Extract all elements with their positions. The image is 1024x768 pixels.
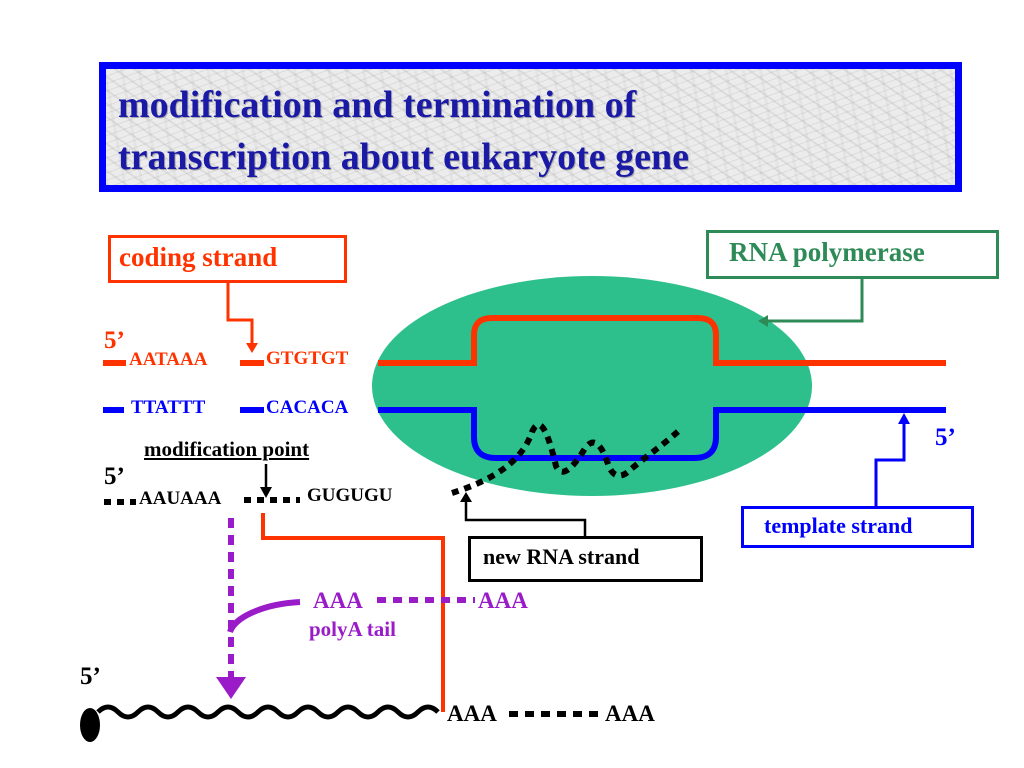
coding-strand-line: [378, 315, 946, 366]
template-seq-left: TTATTT: [131, 397, 206, 418]
polya-start: AAA: [313, 588, 363, 613]
polya-hook: [227, 599, 301, 634]
new-rna-strand-box: new RNA strand: [468, 536, 703, 582]
new-rna-arrowhead: [460, 492, 472, 502]
new-rna-strand-label: new RNA strand: [483, 544, 640, 569]
template-strand-line: [378, 407, 946, 461]
coding-seq-right: GTGTGT: [266, 348, 349, 369]
template-strand-box: template strand: [741, 506, 974, 548]
rna-polymerase-box: RNA polymerase: [706, 230, 999, 279]
slide-title: modification and termination of transcri…: [118, 79, 689, 183]
title-line-1: modification and termination of: [118, 84, 637, 126]
rna-seq-left: AAUAAA: [139, 488, 222, 509]
rna-polymerase-connector: [768, 278, 864, 323]
final-5-prime: 5’: [80, 663, 101, 690]
rna-5-prime: 5’: [104, 463, 125, 490]
title-line-2: transcription about eukaryote gene: [118, 136, 690, 178]
modification-point-label: modification point: [144, 437, 310, 461]
mrna-cap: [80, 708, 100, 742]
new-rna-dotted-strand: [451, 422, 685, 496]
final-polya-end: AAA: [605, 701, 655, 726]
rna-polymerase-label: RNA polymerase: [729, 237, 925, 267]
new-rna-connector: [464, 500, 587, 545]
rna-polymerase-ellipse: [372, 276, 812, 496]
rna-seq-right: GUGUGU: [307, 485, 393, 506]
template-seq-right: CACACA: [266, 397, 349, 418]
coding-strand-connector: [226, 283, 254, 344]
final-polya-start: AAA: [447, 701, 497, 726]
polya-arrowhead: [216, 677, 246, 699]
template-strand-arrowhead: [898, 413, 910, 424]
coding-strand-box: coding strand: [108, 235, 347, 283]
polya-end: AAA: [478, 588, 528, 613]
coding-strand-label: coding strand: [119, 242, 278, 272]
template-strand-label: template strand: [764, 513, 913, 538]
template-5-prime: 5’: [935, 424, 956, 451]
cleavage-red-line: [261, 513, 445, 712]
title-box: modification and termination of transcri…: [99, 62, 962, 192]
template-strand-connector: [874, 422, 906, 506]
coding-seq-left: AATAAA: [129, 349, 208, 370]
coding-strand-arrowhead: [246, 343, 258, 353]
rna-polymerase-arrowhead: [758, 315, 768, 327]
mrna-wavy-line: [96, 704, 440, 720]
modification-point-arrowhead: [260, 487, 272, 498]
polya-tail-label: polyA tail: [309, 617, 396, 641]
coding-5-prime: 5’: [104, 327, 125, 354]
